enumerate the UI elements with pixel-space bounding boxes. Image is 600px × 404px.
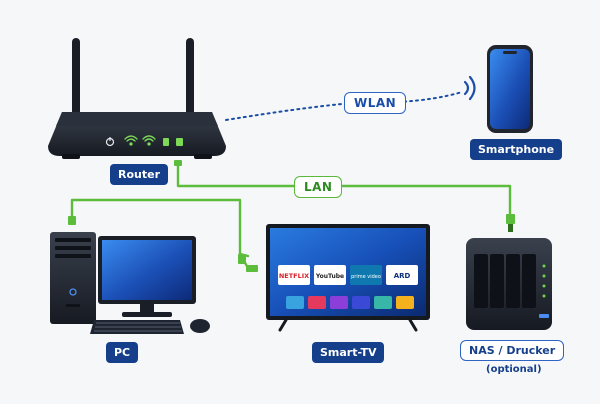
label-lan: LAN: [294, 176, 343, 198]
label-wlan: WLAN: [344, 92, 407, 114]
router: [48, 38, 226, 159]
smart-tv: NETFLIX YouTube prime video ARD: [266, 224, 430, 332]
tv-tile: [352, 296, 370, 309]
tv-tile: [396, 296, 414, 309]
wifi-signal-icon: [463, 75, 476, 101]
wlan-link: [225, 103, 343, 121]
tv-app-netflix: [278, 265, 310, 285]
mouse: [190, 319, 210, 333]
label-nas-note: (optional): [486, 364, 542, 375]
wifi-icon: [124, 135, 138, 146]
label-router: Router: [110, 164, 169, 185]
power-button-icon: [69, 288, 77, 296]
lan-port-icon: [176, 138, 183, 146]
tv-tile: [286, 296, 304, 309]
pc-monitor: [98, 236, 196, 317]
tv-app-ard-text: ARD: [394, 272, 411, 280]
smartphone: [487, 45, 533, 133]
label-smart-tv: Smart-TV: [312, 342, 385, 363]
keyboard: [90, 320, 184, 334]
tv-tile: [374, 296, 392, 309]
tv-app-prime-text: prime video: [351, 274, 381, 280]
wifi-icon: [142, 135, 156, 146]
wlan-link: [397, 91, 463, 103]
tv-app-prime: [350, 265, 382, 285]
label-smartphone: Smartphone: [470, 139, 563, 160]
status-icon: [163, 138, 169, 146]
tv-tile: [308, 296, 326, 309]
tv-app-youtube-text: YouTube: [315, 273, 344, 280]
lan-connector: [68, 160, 515, 272]
pc-tower: [50, 232, 96, 324]
tv-app-ard: [386, 265, 418, 285]
label-pc: PC: [106, 342, 139, 363]
power-icon: [105, 137, 115, 147]
label-nas: NAS / Drucker: [460, 340, 565, 361]
nas-device: [466, 238, 552, 330]
tv-app-youtube: [314, 265, 346, 285]
tv-app-netflix-text: NETFLIX: [279, 272, 309, 280]
tv-tile: [330, 296, 348, 309]
